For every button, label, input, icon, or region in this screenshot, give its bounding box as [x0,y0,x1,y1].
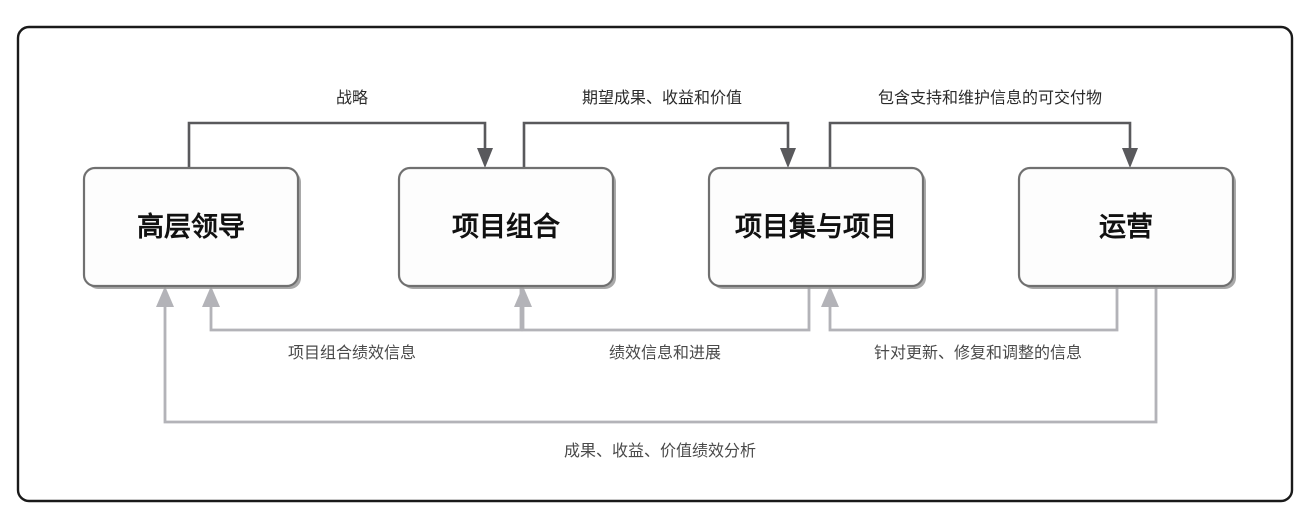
node-label-portfolio: 项目组合 [452,211,560,242]
edge-label-value-performance-analysis: 成果、收益、价值绩效分析 [564,442,756,460]
edge-label-strategy: 战略 [336,89,368,107]
node-executive-leadership[interactable]: 高层领导 [82,166,301,289]
node-portfolio[interactable]: 项目组合 [397,166,616,289]
edge-label-expected-outcomes: 期望成果、收益和价值 [582,89,742,107]
outer-frame [16,25,1294,503]
edge-portfolio-performance: 项目组合绩效信息 [202,286,523,362]
edge-expected-outcomes: 期望成果、收益和价值 [522,89,796,168]
edge-deliverables: 包含支持和维护信息的可交付物 [828,89,1138,168]
edge-update-repair-adjust: 针对更新、修复和调整的信息 [821,286,1119,362]
node-program-and-project[interactable]: 项目集与项目 [707,166,926,289]
edge-performance-and-progress: 绩效信息和进展 [514,286,811,362]
edge-label-update-repair-adjust: 针对更新、修复和调整的信息 [874,344,1082,362]
edge-value-performance-analysis: 成果、收益、价值绩效分析 [156,286,1158,460]
node-label-operations: 运营 [1099,212,1153,242]
edge-label-portfolio-performance: 项目组合绩效信息 [288,344,416,362]
node-operations[interactable]: 运营 [1017,166,1236,289]
edge-strategy: 战略 [187,89,493,168]
edge-label-deliverables: 包含支持和维护信息的可交付物 [878,89,1102,107]
edge-label-performance-and-progress: 绩效信息和进展 [609,344,721,362]
node-label-program-and-project: 项目集与项目 [735,211,897,242]
node-label-executive-leadership: 高层领导 [137,211,245,242]
